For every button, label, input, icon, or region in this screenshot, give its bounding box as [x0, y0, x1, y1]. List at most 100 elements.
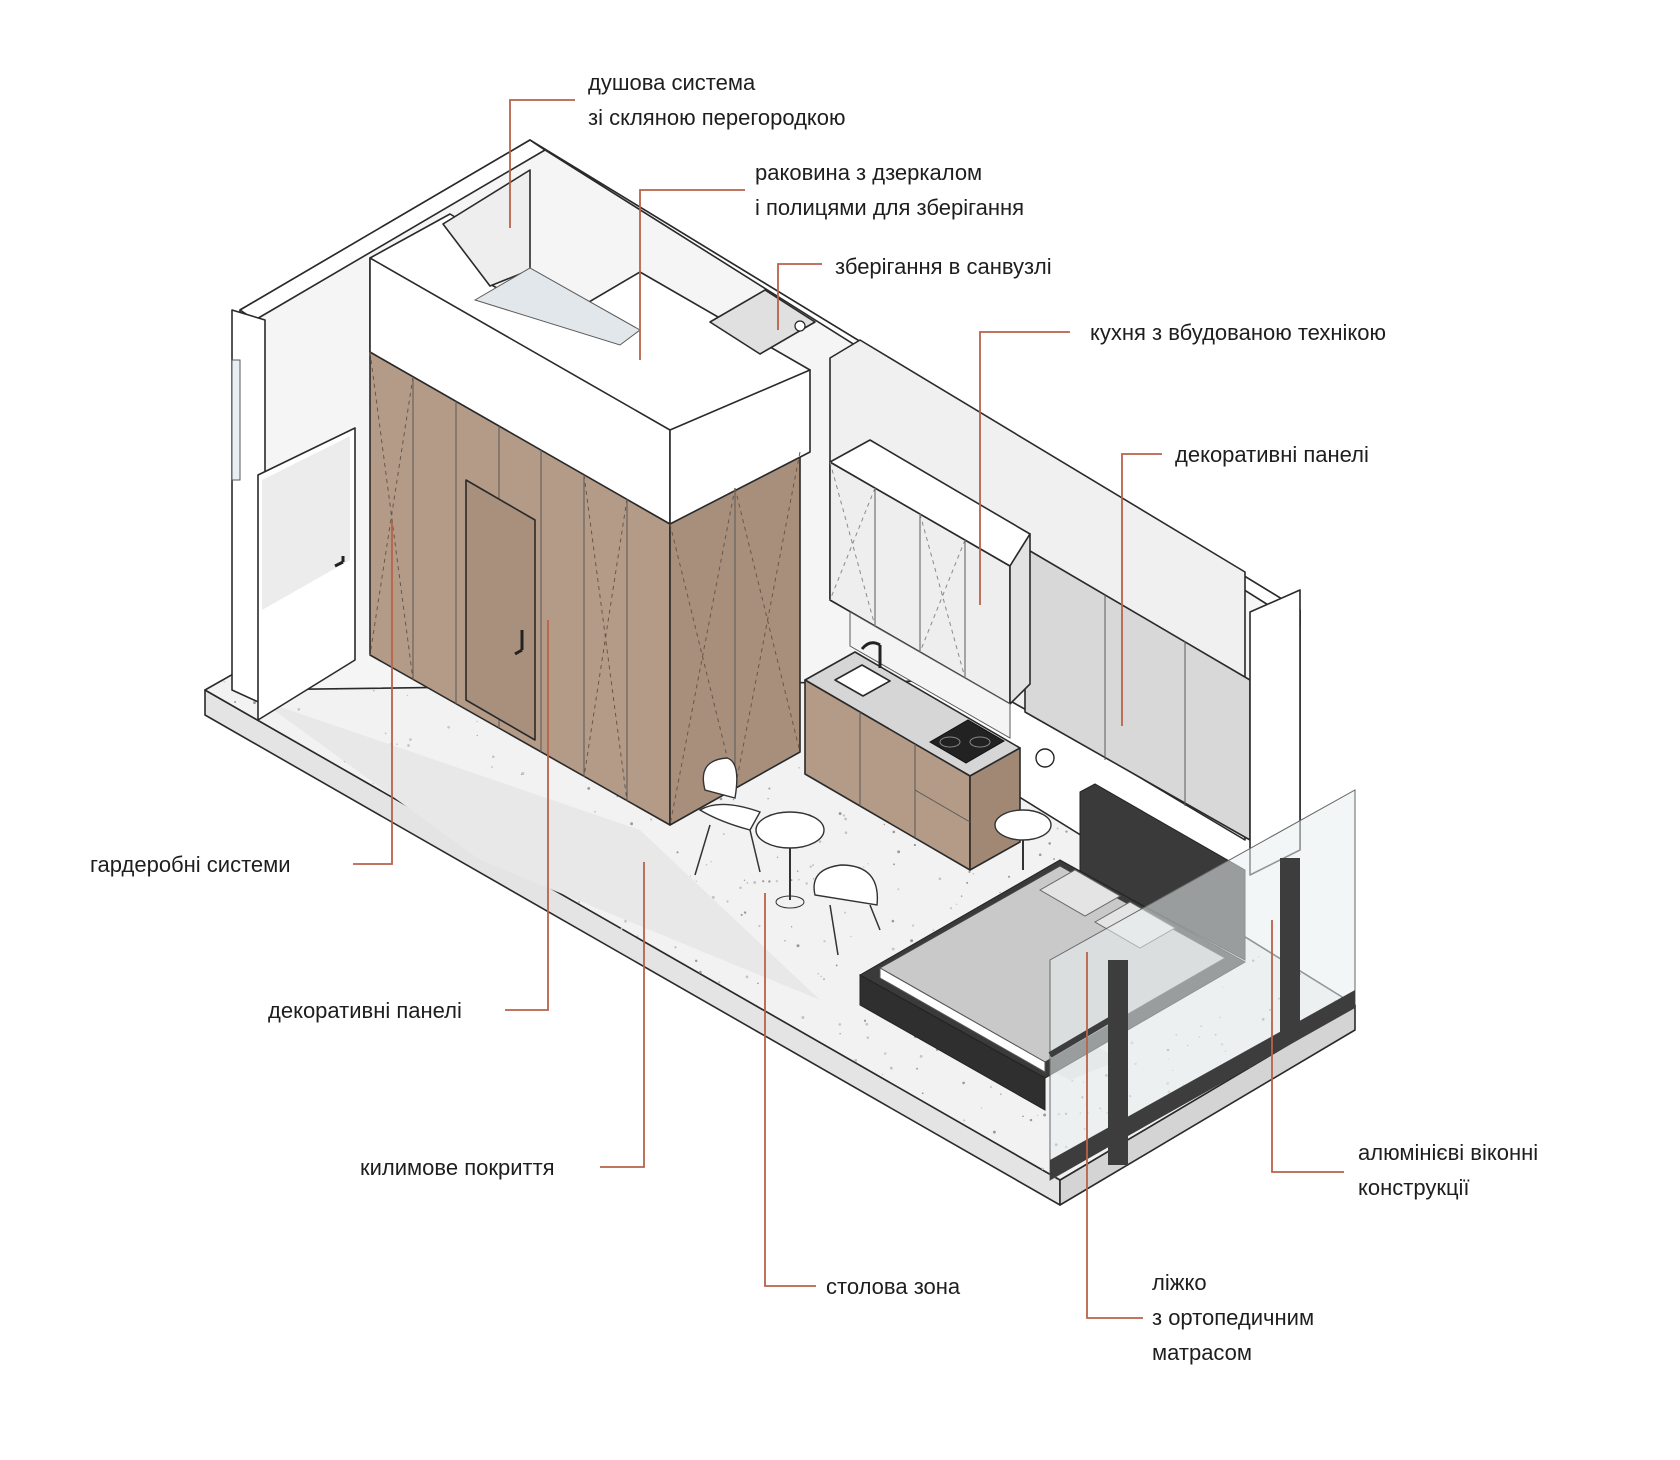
terrazzo-speck	[447, 725, 450, 729]
terrazzo-speck	[372, 782, 374, 785]
labels: душова система зі скляною перегородкою р…	[90, 70, 1538, 1365]
sink-basin	[834, 664, 891, 697]
terrazzo-speck	[1038, 853, 1042, 857]
terrazzo-speck	[916, 1067, 919, 1070]
leader-bed	[1086, 952, 1143, 1319]
terrazzo-speck	[891, 919, 895, 923]
faucet-icon	[860, 641, 882, 668]
leader-lines	[353, 99, 1344, 1319]
terrazzo-speck	[844, 831, 848, 834]
side-table	[994, 809, 1052, 870]
terrazzo-speck	[758, 924, 761, 928]
terrazzo-speck	[384, 732, 387, 735]
cooktop-icon	[929, 719, 1005, 764]
bath-storage-top	[709, 289, 816, 355]
leader-bath-storage	[777, 263, 822, 330]
terrazzo-speck	[919, 1054, 923, 1058]
entry-wall-glass	[231, 359, 241, 481]
terrazzo-speck	[1007, 875, 1011, 878]
terrazzo-speck	[992, 1130, 996, 1134]
leader-windows	[1271, 920, 1344, 1173]
terrazzo-speck	[980, 1107, 983, 1109]
leader-carpet	[600, 862, 645, 1168]
terrazzo-speck	[842, 814, 846, 817]
drain-icon	[794, 320, 806, 332]
terrazzo-speck	[893, 863, 895, 866]
label-dining: столова зона	[826, 1274, 961, 1299]
terrazzo-speck	[1053, 858, 1055, 860]
terrazzo-speck	[762, 880, 765, 883]
terrazzo-speck	[1145, 1127, 1147, 1129]
dining-table	[755, 811, 825, 909]
terrazzo-speck	[689, 875, 692, 877]
terrazzo-speck	[718, 981, 721, 984]
terrazzo-speck	[476, 720, 478, 723]
terrazzo-speck	[711, 895, 715, 899]
leader-dining	[764, 893, 816, 1287]
terrazzo-speck	[812, 878, 815, 880]
terrazzo-speck	[776, 856, 779, 858]
terrazzo-speck	[784, 940, 786, 942]
terrazzo-speck	[972, 873, 975, 875]
terrazzo-speck	[867, 863, 869, 865]
terrazzo-speck	[963, 1119, 966, 1122]
room-drawing	[204, 139, 1356, 1206]
terrazzo-speck	[838, 1023, 842, 1026]
wardrobe-side-soffit	[669, 369, 811, 525]
terrazzo-speck	[921, 1092, 924, 1095]
terrazzo-speck	[912, 924, 915, 927]
label-kitchen: кухня з вбудованою технікою	[1090, 320, 1386, 345]
terrazzo-speck	[389, 743, 392, 745]
terrazzo-speck	[862, 866, 865, 868]
terrazzo-speck	[881, 1073, 884, 1076]
terrazzo-speck	[234, 701, 237, 703]
terrazzo-speck	[960, 895, 963, 897]
terrazzo-speck	[790, 926, 793, 928]
terrazzo-speck	[726, 900, 729, 903]
terrazzo-speck	[1036, 1114, 1039, 1117]
terrazzo-speck	[897, 888, 900, 891]
terrazzo-speck	[968, 870, 971, 874]
terrazzo-speck	[883, 823, 885, 826]
label-wardrobe: гардеробні системи	[90, 852, 291, 877]
terrazzo-speck	[820, 975, 822, 978]
label-deco-left: декоративні панелі	[268, 998, 462, 1023]
terrazzo-speck	[801, 1016, 805, 1019]
terrazzo-speck	[891, 947, 895, 951]
aluminium-window	[1048, 789, 1356, 1181]
label-deco-right: декоративні панелі	[1175, 442, 1369, 467]
terrazzo-speck	[740, 913, 743, 916]
terrazzo-speck	[406, 694, 409, 697]
terrazzo-speck	[999, 891, 1001, 894]
terrazzo-speck	[854, 1058, 858, 1062]
terrazzo-speck	[694, 959, 698, 963]
wardrobe-panel-lines	[369, 351, 801, 826]
leader-deco-right	[1121, 453, 1162, 726]
leader-wardrobe	[353, 522, 393, 865]
terrazzo-speck	[620, 927, 623, 930]
terrazzo-speck	[839, 1032, 841, 1035]
terrazzo-speck	[722, 833, 725, 836]
terrazzo-speck	[490, 766, 493, 768]
label-bed: ліжко з ортопедичним матрасом	[1152, 1270, 1320, 1365]
terrazzo-speck	[616, 795, 618, 798]
terrazzo-speck	[739, 886, 742, 889]
terrazzo-speck	[710, 860, 712, 863]
terrazzo-speck	[753, 881, 757, 884]
terrazzo-speck	[732, 798, 735, 801]
terrazzo-speck	[587, 786, 591, 790]
door-handle-icon	[514, 630, 524, 656]
bathroom-door	[465, 479, 536, 741]
chair	[694, 757, 762, 876]
chair	[813, 864, 881, 956]
terrazzo-speck	[835, 964, 838, 967]
upper-cabinets-side	[1009, 533, 1031, 705]
terrazzo-speck	[297, 708, 301, 711]
terrazzo-speck	[790, 879, 793, 882]
terrazzo-speck	[844, 911, 847, 914]
leader-kitchen	[979, 331, 1070, 605]
terrazzo-speck	[695, 880, 697, 882]
terrazzo-speck	[897, 850, 901, 854]
terrazzo-speck	[809, 865, 812, 868]
terrazzo-speck	[990, 1086, 992, 1088]
